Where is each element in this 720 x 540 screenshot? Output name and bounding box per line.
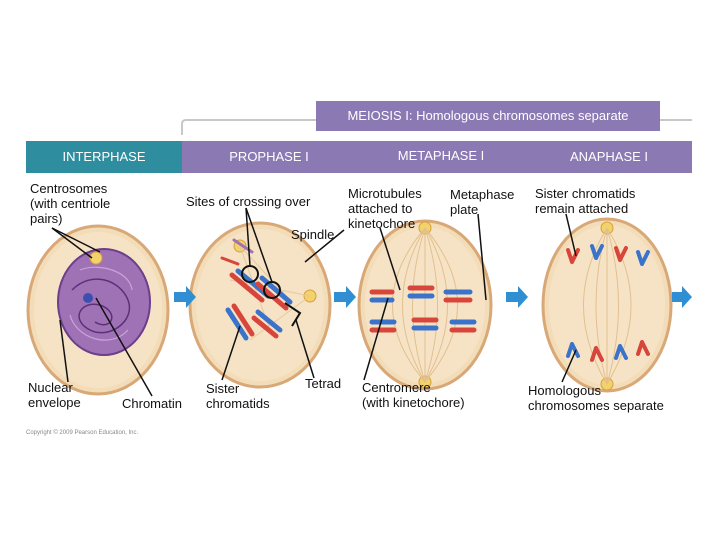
arrow-2 [334, 286, 356, 308]
label-homologous: Homologous chromosomes separate [528, 383, 664, 413]
label-microtubules: Microtubules attached to kinetochore [348, 186, 422, 231]
arrow-3 [506, 286, 528, 308]
progression-arrows [174, 286, 692, 308]
phase-bar: INTERPHASE PROPHASE I METAPHASE I ANAPHA… [26, 141, 692, 173]
phase-anaphase-1: ANAPHASE I [526, 141, 692, 173]
label-metaphase-plate: Metaphase plate [450, 187, 515, 217]
nucleolus [83, 293, 93, 303]
metaphase-cell [357, 219, 493, 391]
interphase-cell [26, 224, 170, 396]
label-centrosomes: Centrosomes (with centriole pairs) [30, 181, 111, 226]
arrow-1 [174, 286, 196, 308]
label-chromatin: Chromatin [122, 396, 182, 411]
nucleus [57, 248, 151, 356]
prophase-cell [188, 221, 332, 389]
bracket-line-left [181, 119, 316, 135]
label-tetrad: Tetrad [305, 376, 342, 391]
label-centromere: Centromere (with kinetochore) [362, 380, 465, 410]
phase-prophase-1: PROPHASE I [182, 141, 356, 173]
label-nuclear-envelope: Nuclear envelope [28, 380, 81, 410]
anaphase-cell [541, 217, 673, 393]
leader-lines [51, 207, 577, 397]
label-sister-chromatids: Sister chromatids [206, 381, 270, 411]
tetrad-bracket [284, 302, 302, 327]
phase-interphase: INTERPHASE [26, 141, 182, 173]
centrosome [89, 251, 103, 265]
label-spindle: Spindle [291, 227, 335, 242]
label-crossing-over: Sites of crossing over [186, 194, 311, 209]
arrow-4 [672, 286, 692, 308]
copyright-text: Copyright © 2009 Pearson Education, Inc. [26, 430, 139, 436]
meiosis-banner: MEIOSIS I: Homologous chromosomes separa… [316, 101, 660, 131]
label-sister-attached: Sister chromatids remain attached [535, 186, 636, 216]
phase-metaphase-1: METAPHASE I [356, 141, 526, 173]
